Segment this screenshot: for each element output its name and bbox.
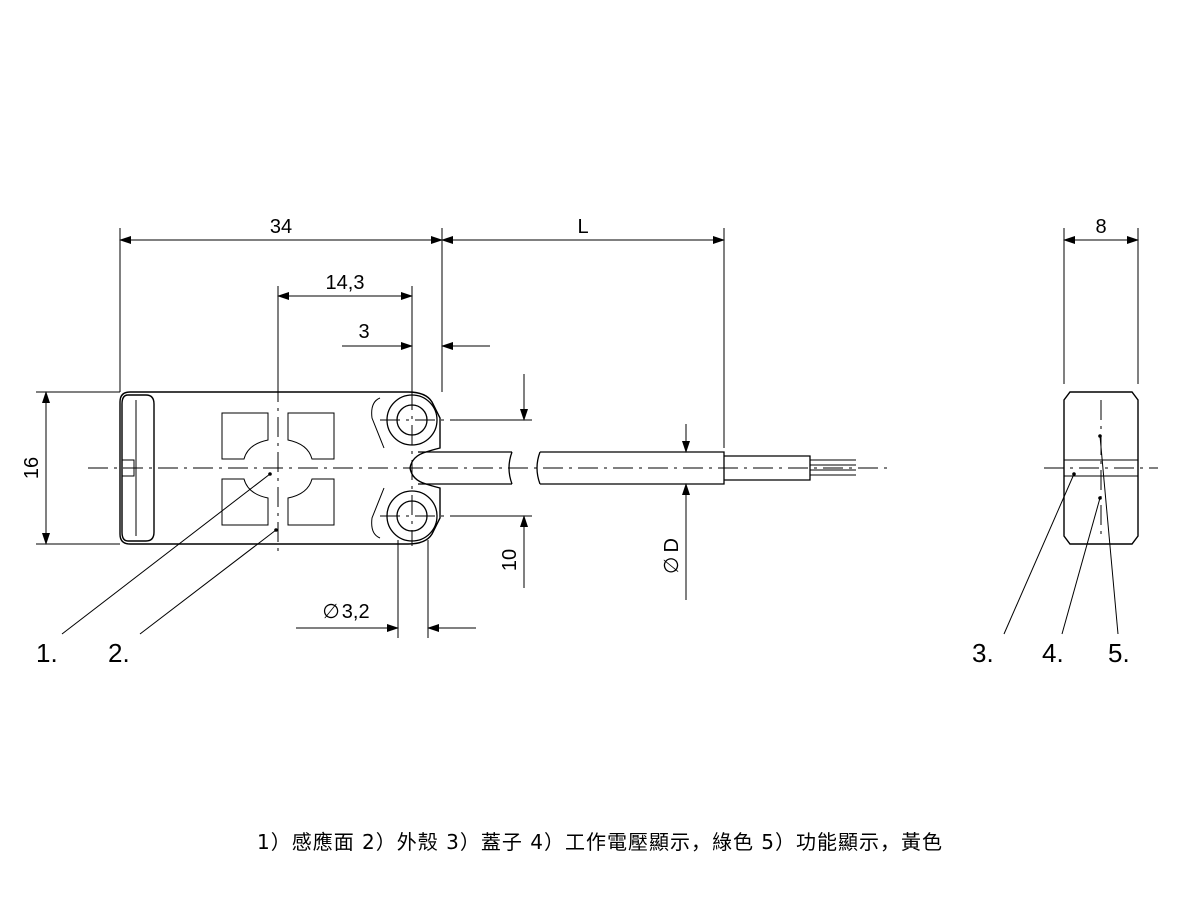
dim-height: 16: [21, 457, 43, 479]
sensing-face-br: [287, 478, 335, 526]
dim-edge-offset: 3: [358, 321, 369, 343]
callout-5: 5.: [1108, 638, 1130, 668]
dim-hole-spacing: 10: [499, 549, 521, 571]
side-housing: [1063, 391, 1139, 545]
dimension-lines: [36, 228, 725, 638]
dim-width: 34: [270, 216, 292, 238]
dim-cable-diameter: ∅D: [661, 538, 683, 574]
diameter-symbol: ∅: [322, 601, 339, 623]
sensing-face-tl: [221, 412, 269, 460]
dim-hole-diameter: ∅3,2: [322, 601, 369, 623]
svg-text:∅D: ∅D: [661, 538, 683, 574]
side-view: [1003, 228, 1158, 635]
parts-legend: 1）感應面 2）外殼 3）蓋子 4）工作電壓顯示，綠色 5）功能顯示，黃色: [256, 830, 944, 854]
callout-1: 1.: [36, 638, 58, 668]
sensing-face-tr: [287, 412, 335, 460]
front-view: [88, 382, 888, 556]
dim-hole-offset: 14,3: [326, 272, 365, 294]
front-leaders: [61, 472, 278, 635]
sensing-face-bl: [221, 478, 269, 526]
callout-4: 4.: [1042, 638, 1064, 668]
callout-3: 3.: [972, 638, 994, 668]
diameter-symbol: ∅: [661, 557, 683, 574]
dim-cable-length: L: [577, 216, 588, 238]
callout-2: 2.: [108, 638, 130, 668]
dim-side-width: 8: [1095, 216, 1106, 238]
